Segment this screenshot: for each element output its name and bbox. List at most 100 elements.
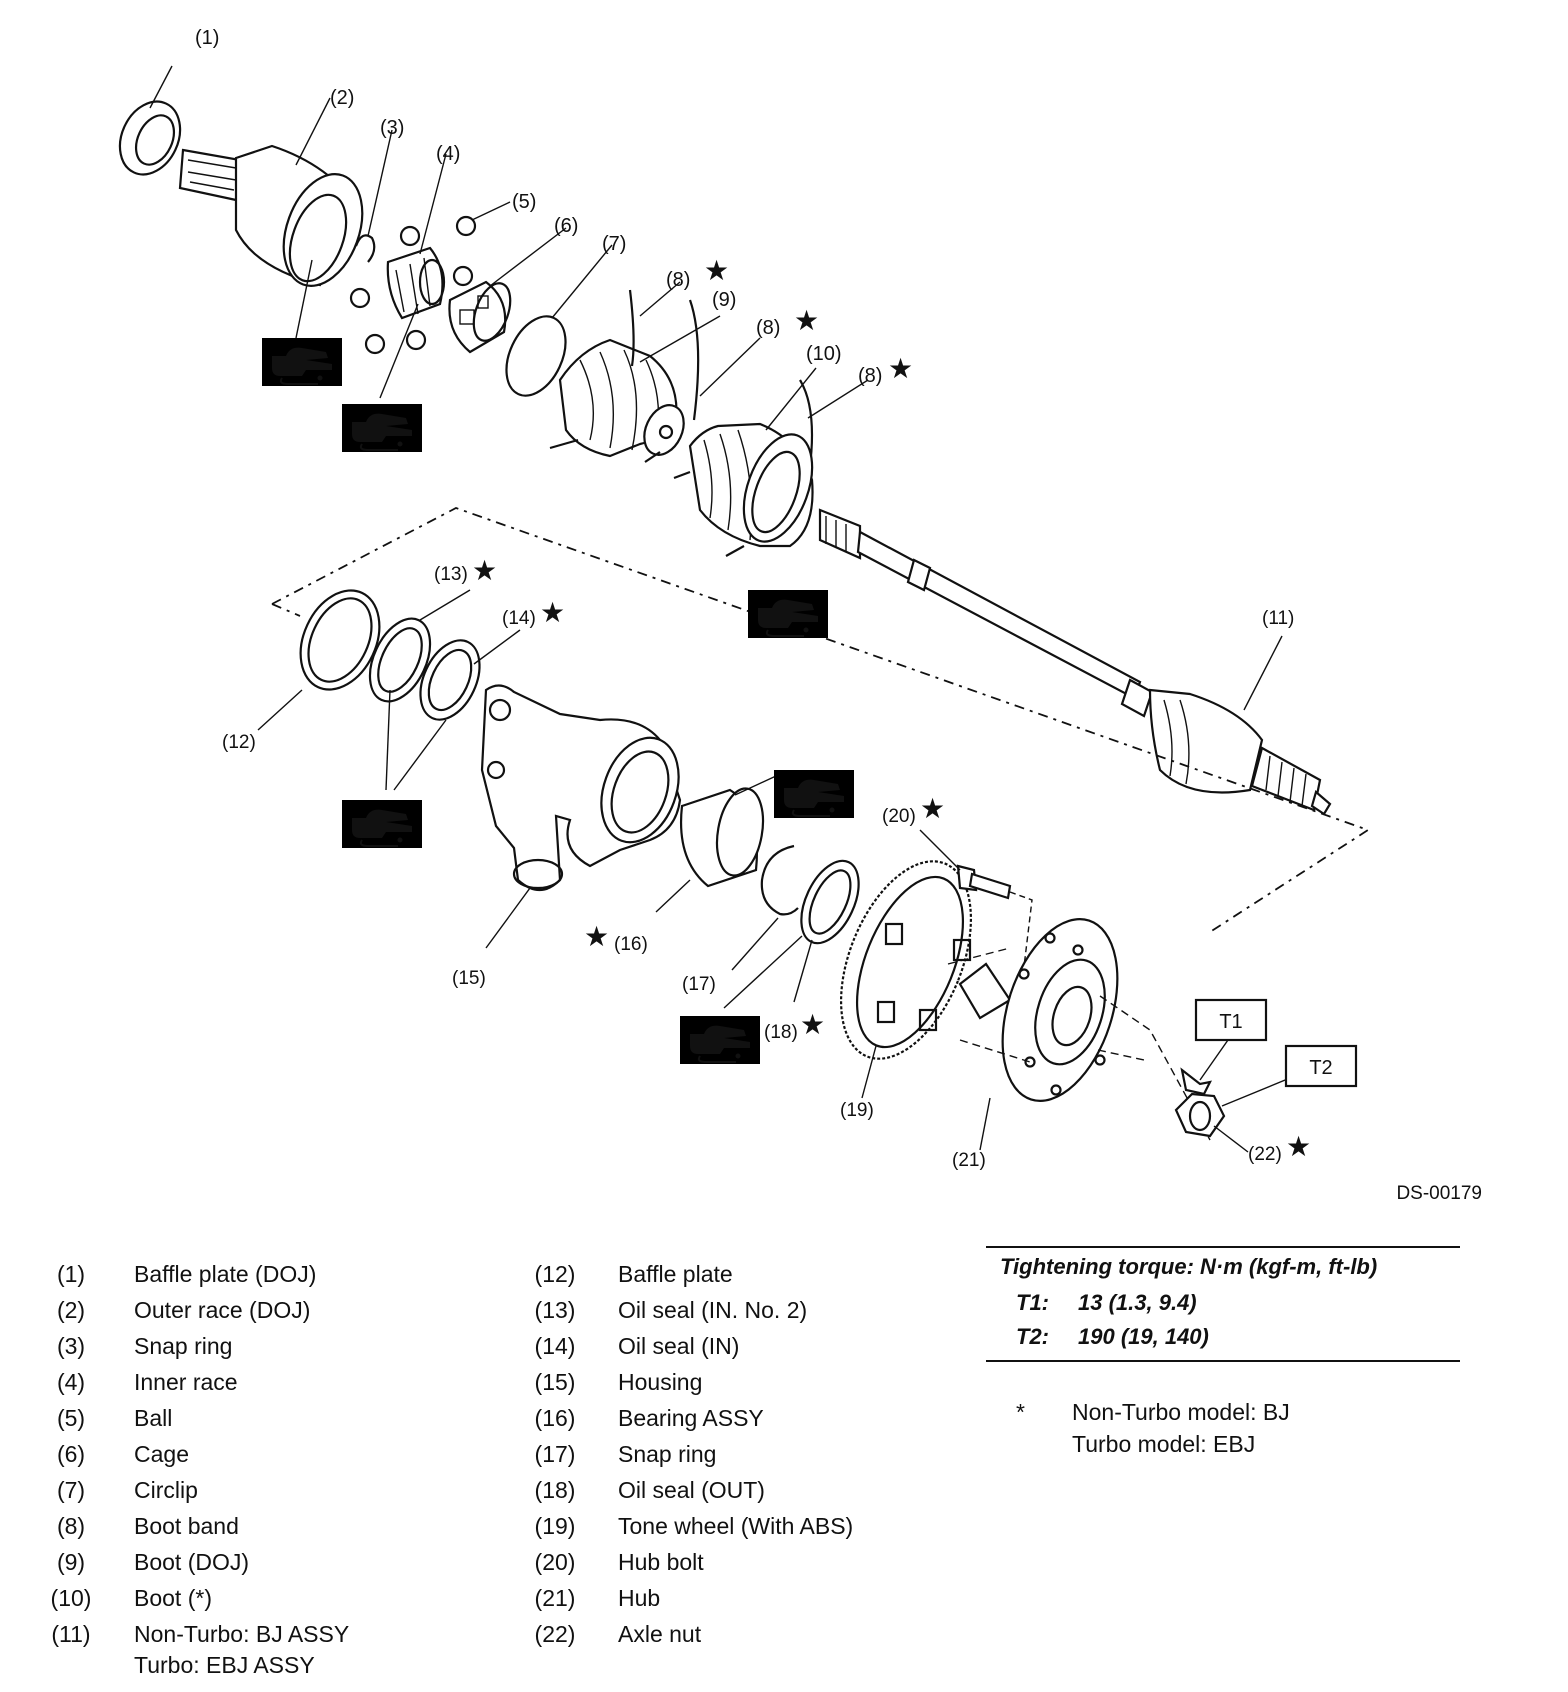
torque-key: T1: [1016, 1290, 1049, 1315]
torque-value: 13 (1.3, 9.4) [1078, 1290, 1197, 1315]
grease-icon [341, 799, 423, 849]
callout-3: (3) [380, 117, 404, 139]
legend-number: (6) [56, 1441, 86, 1467]
legend-item: (6)Cage [36, 1436, 349, 1472]
torque-value: 190 (19, 140) [1078, 1324, 1209, 1349]
star-icon: ★ [920, 793, 945, 824]
callout-12: (12) [222, 732, 256, 753]
legend-item: (18)Oil seal (OUT) [520, 1472, 853, 1508]
grease-icon [341, 403, 423, 453]
legend-item: (20)Hub bolt [520, 1544, 853, 1580]
oil-seal-in [385, 629, 521, 791]
legend-item: (11) Non-Turbo: BJ ASSY [36, 1616, 349, 1652]
legend-item: (22)Axle nut [520, 1616, 853, 1652]
parts-legend-left: (1)Baffle plate (DOJ)(2)Outer race (DOJ)… [36, 1256, 350, 1678]
cage [448, 227, 567, 354]
legend-label: Snap ring [618, 1441, 717, 1467]
star-icon: ★ [794, 305, 819, 336]
legend-label: Oil seal (OUT) [618, 1477, 765, 1503]
snap-ring [354, 129, 393, 263]
callout-6: (6) [554, 215, 578, 237]
legend-item: (12)Baffle plate [520, 1256, 853, 1292]
legend-item: (15)Housing [520, 1364, 853, 1400]
callout-18: (18) [764, 1022, 798, 1043]
legend-number: (3) [56, 1333, 86, 1359]
t1-label: T1 [1219, 1011, 1242, 1033]
torque-key: T2: [1016, 1324, 1049, 1349]
model-note: * Non-Turbo model: BJ Turbo model: EBJ [1016, 1396, 1290, 1460]
callout-1: (1) [195, 27, 219, 49]
star-icon: ★ [584, 921, 609, 952]
legend-label: Inner race [134, 1369, 238, 1395]
parts-legend-right: (12)Baffle plate(13)Oil seal (IN. No. 2)… [520, 1256, 854, 1652]
torque-row: T2: 190 (19, 140) [986, 1318, 1460, 1352]
callout-20: (20) [882, 806, 916, 827]
note-asterisk: * [1016, 1399, 1025, 1425]
callout-4: (4) [436, 143, 460, 165]
legend-item: (14) Oil seal (IN) [520, 1328, 853, 1364]
legend-number: (17) [534, 1441, 576, 1467]
legend-item-continued: Turbo: EBJ ASSY [36, 1652, 349, 1678]
grease-icon [679, 1015, 761, 1065]
legend-label: Ball [134, 1405, 173, 1431]
legend-number: (16) [534, 1405, 576, 1431]
bearing-assy [655, 775, 777, 913]
grease-icon [747, 589, 829, 639]
callout-15: (15) [452, 968, 486, 989]
legend-number: (2) [56, 1297, 86, 1323]
star-icon: ★ [540, 597, 565, 628]
grease-icon [773, 769, 855, 819]
legend-label: Baffle plate (DOJ) [134, 1261, 317, 1287]
legend-item: (1)Baffle plate (DOJ) [36, 1256, 349, 1292]
legend-label: Axle nut [618, 1621, 702, 1647]
star-icon: ★ [704, 255, 729, 286]
legend-number: (14) [534, 1333, 576, 1359]
inner-race [379, 153, 447, 399]
exploded-view-diagram: T1 T2 (1) (2) (3) (4) (5) (6) (7) (8) (9… [118, 27, 1371, 1171]
callout-13: (13) [434, 564, 468, 585]
legend-number: (19) [534, 1513, 576, 1539]
legend-item: (3) Snap ring [36, 1328, 349, 1364]
torque-heading: Tightening torque: N·m (kgf-m, ft-lb) [1000, 1254, 1378, 1279]
star-icon: ★ [888, 353, 913, 384]
legend-label: Tone wheel (With ABS) [618, 1513, 854, 1539]
legend-number: (13) [534, 1297, 576, 1323]
callout-7: (7) [602, 233, 626, 255]
legend-item: (10)Boot (*) [36, 1580, 349, 1616]
legend-number: (11) [51, 1621, 91, 1647]
legend-item: (21)Hub [520, 1580, 853, 1616]
legend-label: Hub bolt [618, 1549, 704, 1575]
callout-10: (10) [806, 343, 842, 365]
legend-label: Circlip [134, 1477, 198, 1503]
legend-label: Boot (*) [134, 1585, 212, 1611]
callout-11: (11) [1262, 608, 1294, 629]
circlip [505, 244, 613, 397]
balls [349, 201, 511, 355]
legend-item: (13)Oil seal (IN. No. 2) [520, 1292, 853, 1328]
legend-label: Oil seal (IN) [618, 1333, 740, 1359]
legend-item: (8)Boot band [36, 1508, 349, 1544]
legend-label: Hub [618, 1585, 661, 1611]
snap-ring-2 [731, 844, 799, 971]
baffle-plate [257, 589, 381, 731]
star-icon: ★ [1286, 1131, 1311, 1162]
callout-19: (19) [840, 1100, 874, 1121]
legend-label: Snap ring [134, 1333, 233, 1359]
torque-tag-t1: T1 [1194, 998, 1268, 1042]
t2-label: T2 [1309, 1057, 1332, 1079]
legend-number: (5) [56, 1405, 86, 1431]
baffle-plate-doj [118, 65, 182, 176]
legend-number: (9) [56, 1549, 86, 1575]
legend-number: (12) [534, 1261, 576, 1287]
callout-14: (14) [502, 608, 536, 629]
legend-label: Turbo: EBJ ASSY [134, 1652, 315, 1678]
note-line: Non-Turbo model: BJ [1072, 1399, 1290, 1425]
legend-label: Boot (DOJ) [134, 1549, 250, 1575]
star-icon: ★ [800, 1009, 825, 1040]
outer-race-doj [178, 97, 364, 339]
legend-label: Non-Turbo: BJ ASSY [134, 1621, 350, 1647]
legend-number: (4) [56, 1369, 86, 1395]
tone-wheel [839, 860, 973, 1099]
hub [947, 918, 1211, 1151]
legend-item: (9) Boot (DOJ) [36, 1544, 349, 1580]
